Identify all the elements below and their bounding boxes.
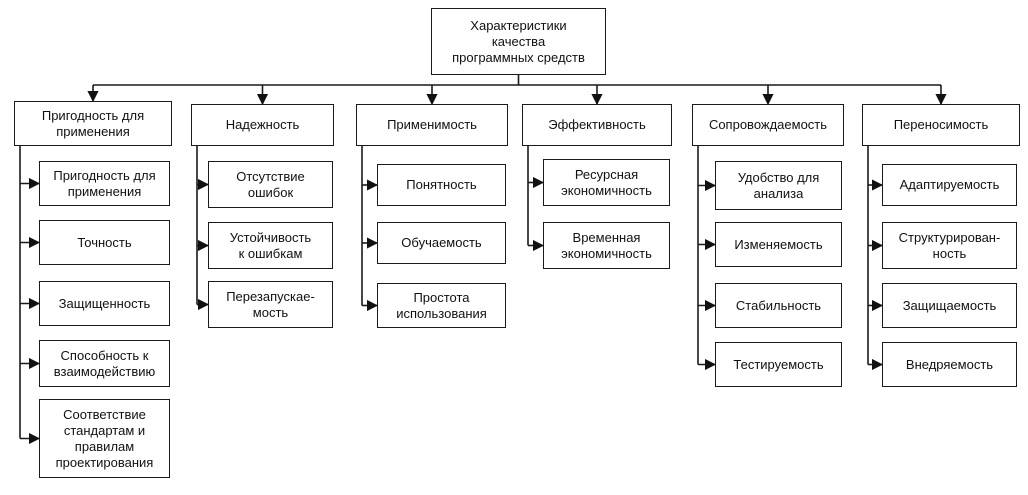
item-node: Простота использования [377, 283, 506, 328]
item-node: Ресурсная экономичность [543, 159, 670, 206]
category-node-suitability: Пригодность для применения [14, 101, 172, 146]
item-node: Соответствие стандартам и правилам проек… [39, 399, 170, 478]
item-node: Удобство для анализа [715, 161, 842, 210]
category-node-efficiency: Эффективность [522, 104, 672, 146]
item-node: Внедряемость [882, 342, 1017, 387]
item-node: Устойчивость к ошибкам [208, 222, 333, 269]
item-node: Защищаемость [882, 283, 1017, 328]
item-node: Точность [39, 220, 170, 265]
item-node: Временная экономичность [543, 222, 670, 269]
item-node: Адаптируемость [882, 164, 1017, 206]
category-node-maintainability: Сопровождаемость [692, 104, 844, 146]
item-node: Тестируемость [715, 342, 842, 387]
item-node: Стабильность [715, 283, 842, 328]
root-node: Характеристики качества программных сред… [431, 8, 606, 75]
item-node: Перезапускае- мость [208, 281, 333, 328]
item-node: Защищенность [39, 281, 170, 326]
category-node-usability: Применимость [356, 104, 508, 146]
item-node: Способность к взаимодействию [39, 340, 170, 387]
item-node: Изменяемость [715, 222, 842, 267]
item-node: Пригодность для применения [39, 161, 170, 206]
category-node-portability: Переносимость [862, 104, 1020, 146]
category-node-reliability: Надежность [191, 104, 334, 146]
item-node: Обучаемость [377, 222, 506, 264]
item-node: Понятность [377, 164, 506, 206]
item-node: Отсутствие ошибок [208, 161, 333, 208]
item-node: Структурирован- ность [882, 222, 1017, 269]
